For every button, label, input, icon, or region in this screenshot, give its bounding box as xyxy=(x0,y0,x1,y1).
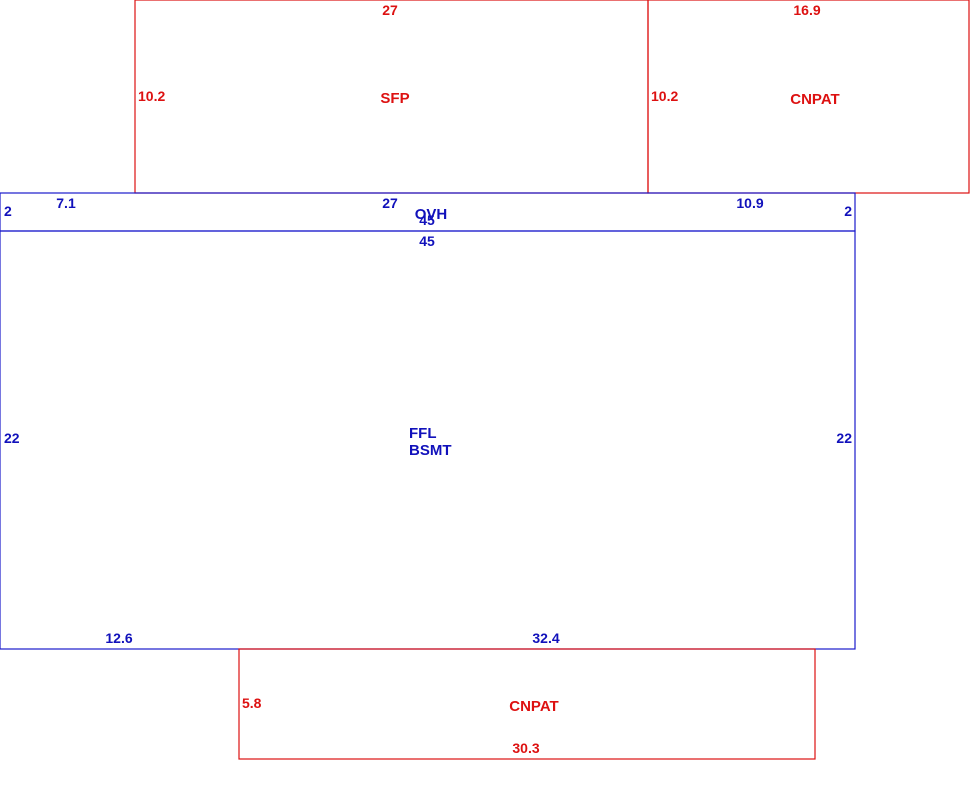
cnpat-bottom-label: CNPAT xyxy=(509,698,558,715)
sfp-left-dimension: 10.2 xyxy=(138,88,165,104)
cnpat-top-left-dimension: 10.2 xyxy=(651,88,678,104)
main-bottom-left-dimension: 12.6 xyxy=(105,630,132,646)
cnpat-bottom-left-dimension: 5.8 xyxy=(242,695,262,711)
ovh-right-dimension: 2 xyxy=(844,203,852,219)
ovh-top-right-dimension: 10.9 xyxy=(736,195,763,211)
main-left-dimension: 22 xyxy=(4,430,20,446)
cnpat-top-label: CNPAT xyxy=(790,91,839,108)
cnpat-top-top-dimension: 16.9 xyxy=(793,2,820,18)
main-label-bsmt: BSMT xyxy=(409,442,452,459)
sfp-label: SFP xyxy=(380,90,409,107)
cnpat-bottom-area-outline[interactable] xyxy=(238,648,816,760)
main-label-ffl: FFL xyxy=(409,425,437,442)
main-right-dimension: 22 xyxy=(836,430,852,446)
ovh-label: OVH xyxy=(415,206,448,223)
ovh-top-center-dimension: 27 xyxy=(382,195,398,211)
ovh-bottom-dimension: 45 xyxy=(419,212,435,228)
main-bottom-right-dimension: 32.4 xyxy=(532,630,559,646)
ovh-top-left-dimension: 7.1 xyxy=(56,195,76,211)
cnpat-bottom-bottom-dimension: 30.3 xyxy=(512,740,539,756)
sfp-top-dimension: 27 xyxy=(382,2,398,18)
main-top-dimension: 45 xyxy=(419,233,435,249)
ovh-left-dimension: 2 xyxy=(4,203,12,219)
